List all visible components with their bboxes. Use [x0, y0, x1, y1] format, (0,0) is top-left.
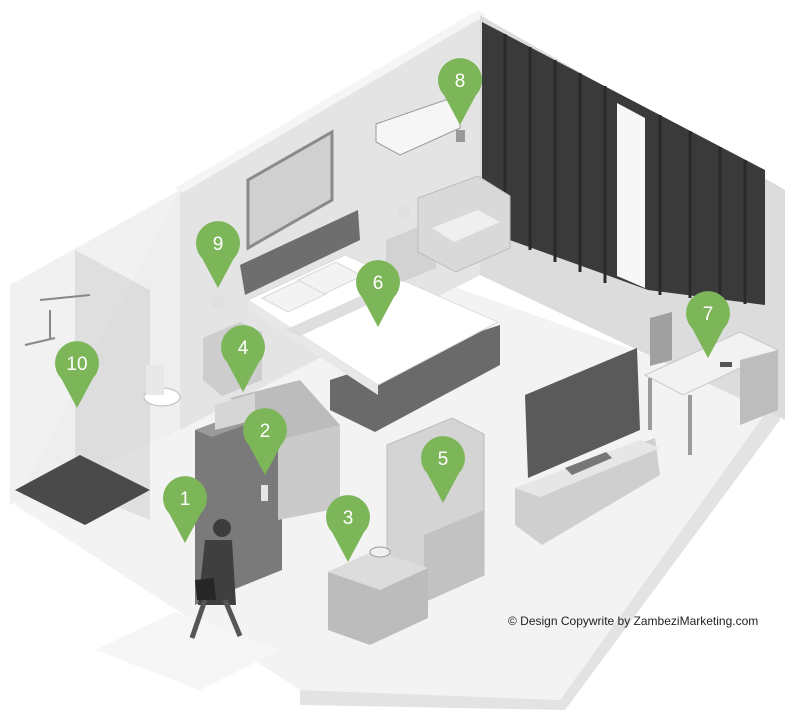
vanity-top — [230, 380, 340, 440]
window — [617, 103, 645, 288]
shower-head — [24, 294, 91, 346]
shower-floor — [15, 455, 150, 525]
map-pin-icon — [326, 495, 370, 562]
location-marker-8: 8 — [438, 58, 482, 125]
wardrobe-shelf — [424, 510, 484, 602]
marker-number: 4 — [238, 338, 249, 359]
tv-remote — [720, 362, 732, 367]
marker-number: 2 — [260, 421, 271, 442]
map-pin-icon — [163, 476, 207, 543]
location-marker-4: 4 — [221, 325, 265, 392]
marker-number: 10 — [66, 354, 87, 375]
tv-stand — [565, 452, 612, 475]
map-pin-icon — [686, 291, 731, 358]
wall-picture — [246, 129, 334, 251]
lamp-right — [398, 205, 410, 217]
waste-bin — [369, 546, 391, 558]
key-card-slot — [261, 485, 268, 501]
map-pin-icon — [196, 221, 241, 288]
shower-glass — [75, 250, 150, 520]
marker-layer: 1 2 3 4 5 6 7 8 9 10 — [55, 58, 731, 562]
desk-chair — [650, 312, 672, 366]
luggage-rack-top — [328, 550, 428, 590]
location-marker-6: 6 — [356, 260, 401, 327]
location-marker-3: 3 — [326, 495, 370, 562]
marker-number: 7 — [703, 304, 714, 325]
location-marker-7: 7 — [686, 291, 731, 358]
television — [525, 348, 640, 478]
location-marker-10: 10 — [55, 341, 99, 408]
location-marker-5: 5 — [421, 436, 466, 503]
map-pin-icon — [221, 325, 265, 392]
curtain-folds — [503, 34, 747, 304]
location-marker-1: 1 — [163, 476, 207, 543]
guest-figure — [189, 519, 243, 639]
armchair-seat — [432, 210, 500, 242]
copyright-credit: © Design Copywrite by ZambeziMarketing.c… — [508, 614, 759, 628]
desk-side — [740, 350, 778, 425]
marker-number: 9 — [213, 234, 224, 255]
marker-number: 8 — [455, 71, 466, 92]
toilet-tank — [146, 365, 164, 395]
tv-console-top — [515, 440, 660, 497]
air-conditioner — [375, 94, 461, 156]
map-pin-icon — [242, 408, 287, 475]
marker-number: 3 — [343, 508, 354, 529]
location-marker-9: 9 — [196, 221, 241, 288]
marker-number: 6 — [373, 273, 384, 294]
map-pin-icon — [55, 341, 99, 408]
map-pin-icon — [421, 436, 466, 503]
location-marker-2: 2 — [242, 408, 287, 475]
lamp-left — [212, 296, 224, 308]
map-pin-icon — [438, 58, 482, 125]
marker-number: 5 — [438, 449, 449, 470]
safe-box — [215, 393, 255, 430]
map-pin-icon — [356, 260, 401, 327]
entrance-mat — [95, 612, 280, 690]
thermostat — [456, 130, 465, 142]
bed-mattress-side — [248, 300, 378, 395]
pillow-1 — [260, 279, 328, 313]
headboard — [240, 210, 360, 295]
wall-top-edge — [175, 10, 486, 193]
tv-console — [515, 438, 660, 545]
marker-number: 1 — [180, 489, 191, 510]
bed-base — [330, 325, 500, 432]
